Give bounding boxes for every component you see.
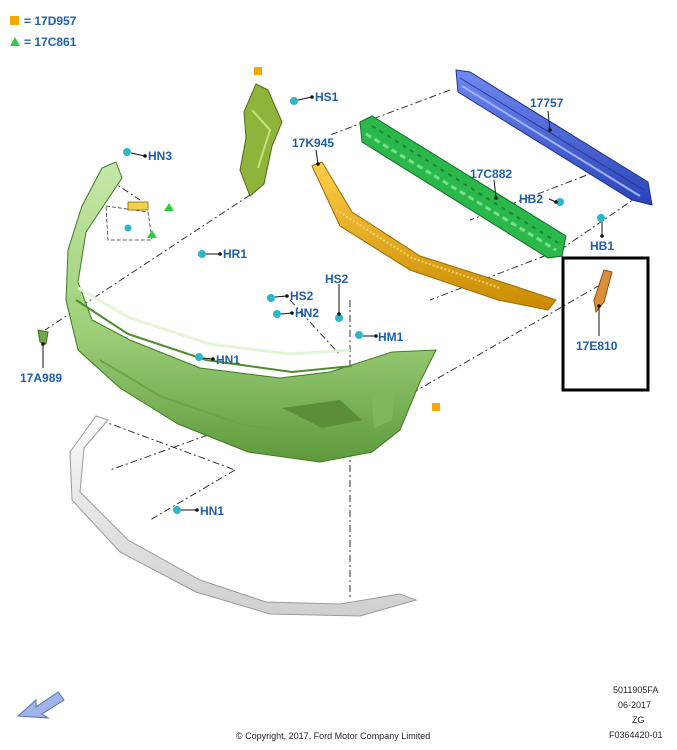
callout-hn1-lower: HN1 — [200, 504, 224, 518]
callout-17K945: 17K945 — [292, 136, 334, 150]
callout-17757: 17757 — [530, 96, 564, 110]
footer-figure: F0364420-01 — [609, 730, 663, 740]
callout-hb1: HB1 — [590, 239, 614, 253]
fastener-hb2-icon — [556, 198, 564, 206]
legend-triangle-label: = 17C861 — [24, 35, 77, 49]
bumper-beam-17757 — [455, 69, 653, 206]
fastener-hs1-icon — [290, 97, 298, 105]
lower-lip — [69, 415, 418, 617]
triangle-marker-1-icon — [164, 203, 174, 211]
triangle-marker-2-icon — [147, 230, 157, 238]
highlight-box-17E810 — [561, 256, 650, 392]
callout-leaders — [41, 95, 604, 512]
callout-labels: HS1 17757 17K945 HN3 17C882 HB2 HB1 HR1 … — [20, 90, 618, 518]
copyright: © Copyright, 2017, Ford Motor Company Li… — [236, 731, 430, 741]
legend-square-label: = 17D957 — [24, 14, 77, 28]
legend-triangle-icon — [10, 37, 20, 46]
legend-square-marker-bumper — [432, 403, 440, 411]
bumper-cover — [65, 161, 437, 463]
fastener-hr1-icon — [198, 250, 206, 258]
footer-meta: 5011905FA 06-2017 ZG F0364420-01 © Copyr… — [236, 685, 663, 741]
callout-hn2: HN2 — [295, 306, 319, 320]
callout-hs2: HS2 — [290, 289, 314, 303]
callout-hm1: HM1 — [378, 330, 404, 344]
footer-date: 06-2017 — [618, 700, 651, 710]
fastener-hm1-icon — [355, 331, 363, 339]
fastener-hb1-icon — [597, 214, 605, 222]
fastener-hs2b-icon — [335, 314, 343, 322]
fasteners — [123, 97, 605, 514]
callout-17E810: 17E810 — [576, 339, 618, 353]
fastener-hn3b-icon — [124, 224, 132, 232]
callout-hb2: HB2 — [519, 192, 543, 206]
callout-hn1-upper: HN1 — [216, 353, 240, 367]
clip-17A989 — [37, 329, 49, 345]
fastener-hs2-icon — [267, 294, 275, 302]
footer-region: ZG — [632, 715, 645, 725]
legend-square-marker-top — [254, 67, 262, 75]
callout-hs2-upper: HS2 — [325, 272, 349, 286]
legend: = 17D957 = 17C861 — [10, 14, 77, 49]
clip-hn3-icon — [127, 201, 149, 211]
energy-absorber-17C882 — [359, 115, 567, 259]
bracket-17E810 — [593, 269, 613, 314]
callout-17A989: 17A989 — [20, 371, 62, 385]
fastener-hn1b-icon — [173, 506, 181, 514]
callout-hn3: HN3 — [148, 149, 172, 163]
grille-17K945 — [311, 161, 557, 311]
fastener-hn3-icon — [123, 148, 131, 156]
callout-hs1: HS1 — [315, 90, 339, 104]
callout-hr1: HR1 — [223, 247, 247, 261]
callout-17C882: 17C882 — [470, 167, 512, 181]
legend-square-icon — [10, 16, 19, 25]
footer-code: 5011905FA — [613, 685, 658, 695]
fastener-hn1a-icon — [195, 353, 203, 361]
front-direction-arrow-icon — [16, 691, 65, 719]
bracket-hs1 — [239, 83, 283, 197]
fastener-hn2-icon — [273, 310, 281, 318]
